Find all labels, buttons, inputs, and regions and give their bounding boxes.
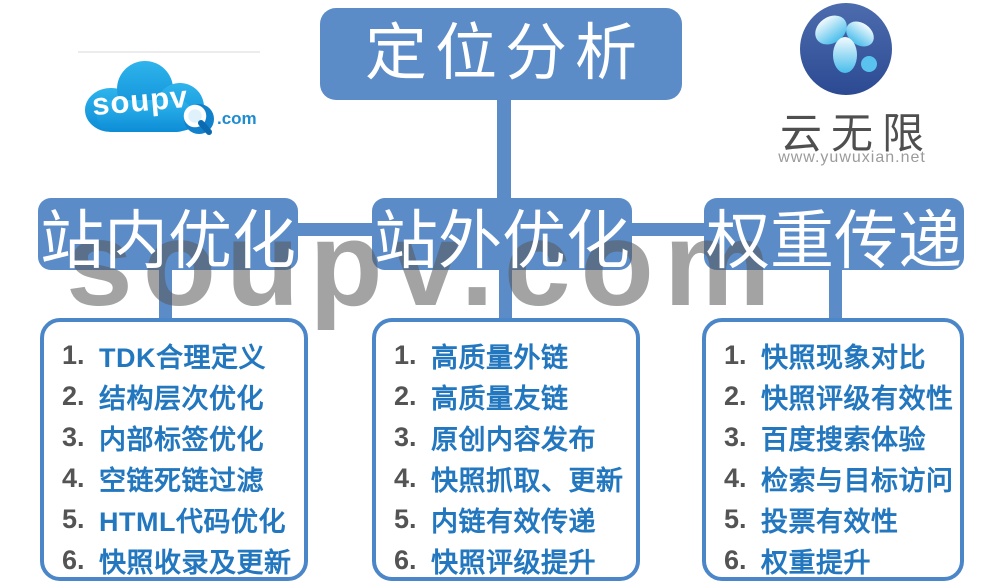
item-text: HTML代码优化: [99, 507, 286, 537]
item-text: 投票有效性: [761, 507, 899, 537]
item-text: 快照收录及更新: [99, 548, 292, 578]
branch-label: 站内优化: [40, 205, 296, 277]
connector-right-branch-to-list: [829, 268, 842, 320]
list-item: 3. 内部标签优化: [62, 417, 298, 458]
divider-line: [78, 51, 260, 53]
list-item: 4. 快照抓取、更新: [394, 458, 630, 499]
list-box-onsite: 1. TDK合理定义 2. 结构层次优化 3. 内部标签优化 4. 空链死链过滤 5. HTML代…: [40, 318, 308, 581]
list-item: 2. 高质量友链: [394, 376, 630, 417]
connector-middle-branch-to-list: [499, 268, 512, 320]
item-text: 空链死链过滤: [99, 466, 264, 496]
item-text: 快照现象对比: [761, 343, 926, 373]
branch-node-onsite-optimization: 站内优化: [38, 198, 298, 277]
item-number: 3.: [724, 422, 747, 452]
item-number: 1.: [394, 340, 417, 370]
branch-node-offsite-optimization: 站外优化: [372, 198, 632, 277]
item-text: 高质量外链: [431, 343, 569, 373]
list-item: 5. 内链有效传递: [394, 499, 630, 540]
item-text: 结构层次优化: [99, 384, 264, 414]
list-box-weight: 1. 快照现象对比 2. 快照评级有效性 3. 百度搜索体验 4. 检索与目标访问 5. 投票有效…: [702, 318, 964, 581]
item-number: 3.: [62, 422, 85, 452]
item-number: 2.: [394, 381, 417, 411]
item-number: 5.: [62, 504, 85, 534]
connector-title-to-middle: [497, 99, 511, 203]
item-text: 检索与目标访问: [761, 466, 954, 496]
item-text: 快照评级提升: [431, 548, 596, 578]
branch-label: 站外优化: [374, 205, 630, 277]
item-number: 3.: [394, 422, 417, 452]
branch-node-weight-transfer: 权重传递: [704, 198, 964, 277]
list-item: 2. 快照评级有效性: [724, 376, 954, 417]
weight-item-list: 1. 快照现象对比 2. 快照评级有效性 3. 百度搜索体验 4. 检索与目标访问 5. 投票有效…: [724, 335, 954, 581]
item-number: 6.: [62, 545, 85, 575]
yunwuxian-logo: 云无限 www.yuwuxian.net: [768, 0, 936, 172]
item-number: 5.: [724, 504, 747, 534]
connector-left-branch-to-list: [159, 268, 172, 320]
item-text: 原创内容发布: [431, 425, 596, 455]
item-text: 高质量友链: [431, 384, 569, 414]
list-item: 3. 百度搜索体验: [724, 417, 954, 458]
item-number: 6.: [394, 545, 417, 575]
list-item: 3. 原创内容发布: [394, 417, 630, 458]
item-text: 百度搜索体验: [761, 425, 926, 455]
list-item: 6. 快照评级提升: [394, 540, 630, 581]
item-number: 1.: [724, 340, 747, 370]
list-item: 1. 高质量外链: [394, 335, 630, 376]
list-item: 5. HTML代码优化: [62, 499, 298, 540]
yunwuxian-url-text: www.yuwuxian.net: [778, 149, 926, 166]
item-text: 快照评级有效性: [761, 384, 954, 414]
onsite-item-list: 1. TDK合理定义 2. 结构层次优化 3. 内部标签优化 4. 空链死链过滤 5. HTML代…: [62, 335, 298, 581]
cloud-search-icon: [85, 61, 214, 135]
item-number: 5.: [394, 504, 417, 534]
list-item: 6. 快照收录及更新: [62, 540, 298, 581]
item-number: 4.: [394, 463, 417, 493]
globe-drop-icon: [800, 3, 892, 95]
item-number: 4.: [62, 463, 85, 493]
list-item: 1. TDK合理定义: [62, 335, 298, 376]
branch-label: 权重传递: [706, 205, 962, 277]
connector-left-middle: [296, 223, 374, 236]
list-item: 5. 投票有效性: [724, 499, 954, 540]
list-item: 4. 空链死链过滤: [62, 458, 298, 499]
item-number: 1.: [62, 340, 85, 370]
connector-middle-right: [630, 223, 706, 236]
yunwuxian-brand-text: 云无限: [779, 110, 933, 157]
list-item: 6. 权重提升: [724, 540, 954, 581]
item-text: 内部标签优化: [99, 425, 264, 455]
item-text: 快照抓取、更新: [431, 466, 624, 496]
item-number: 2.: [724, 381, 747, 411]
item-number: 2.: [62, 381, 85, 411]
root-node-label: 定位分析: [364, 19, 645, 88]
list-item: 2. 结构层次优化: [62, 376, 298, 417]
list-item: 1. 快照现象对比: [724, 335, 954, 376]
soupv-tld-text: .com: [217, 109, 257, 128]
soupv-logo: soupv .com: [78, 51, 260, 140]
item-number: 6.: [724, 545, 747, 575]
item-text: 权重提升: [761, 548, 871, 578]
list-item: 4. 检索与目标访问: [724, 458, 954, 499]
root-node-positioning-analysis: 定位分析: [320, 8, 682, 100]
item-text: TDK合理定义: [99, 343, 266, 373]
item-number: 4.: [724, 463, 747, 493]
item-text: 内链有效传递: [431, 507, 596, 537]
